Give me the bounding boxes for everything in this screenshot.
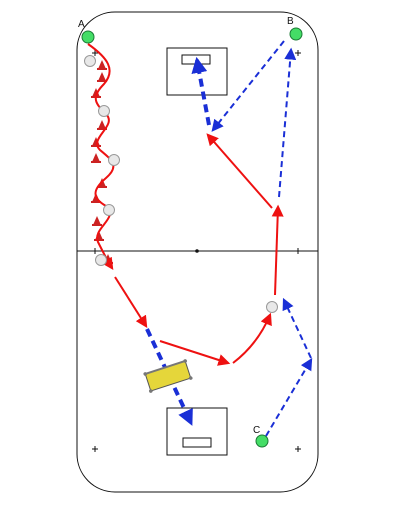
cone-icon — [91, 153, 101, 163]
center-spot — [195, 249, 199, 253]
run-paths — [145, 40, 313, 437]
ball-icon — [103, 204, 115, 216]
bottom-goal — [166, 407, 228, 456]
player-c-label: C — [253, 425, 260, 436]
ball-set — [84, 55, 278, 313]
player-icon — [255, 434, 269, 448]
corner-marks — [92, 50, 301, 452]
ball-icon — [108, 154, 120, 166]
dribble-arrows — [114, 133, 284, 366]
ball-icon — [95, 254, 107, 266]
player-b-label: B — [287, 16, 294, 27]
pitch-boundary — [76, 11, 319, 493]
cone-icon — [97, 60, 107, 70]
player-icon — [81, 30, 95, 44]
ball-icon — [84, 55, 96, 67]
cone-icon — [92, 216, 102, 226]
cone-icon — [97, 72, 107, 82]
player-b: B — [287, 16, 303, 41]
top-goal — [166, 47, 228, 96]
player-a-label: A — [78, 19, 85, 30]
player-a: A — [78, 19, 95, 44]
ball-icon — [266, 301, 278, 313]
ball-icon — [98, 105, 110, 117]
mini-goal-icon — [143, 359, 193, 393]
player-icon — [289, 27, 303, 41]
player-c: C — [253, 425, 269, 448]
